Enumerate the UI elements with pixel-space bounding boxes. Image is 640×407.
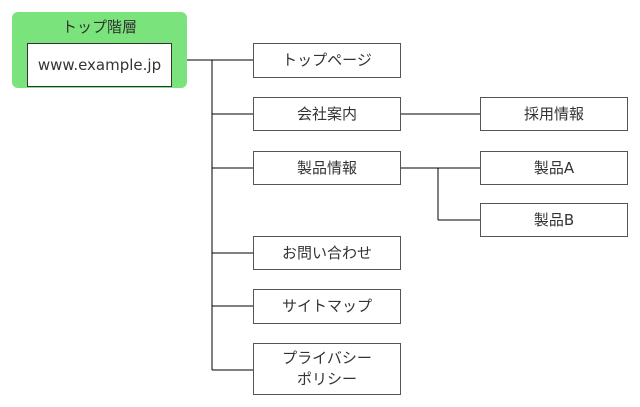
root-url: www.example.jp [27, 43, 172, 87]
node-top-page: トップページ [253, 43, 401, 78]
node-recruit: 採用情報 [480, 97, 628, 131]
node-sitemap: サイトマップ [253, 289, 401, 324]
node-contact: お問い合わせ [253, 236, 401, 270]
node-products: 製品情報 [253, 151, 401, 185]
root-label: トップ階層 [61, 18, 137, 36]
root-node: トップ階層 www.example.jp [12, 12, 187, 88]
node-product-a: 製品A [480, 151, 628, 185]
node-company: 会社案内 [253, 97, 401, 131]
node-product-b: 製品B [480, 203, 628, 237]
node-privacy-policy: プライバシー ポリシー [253, 343, 401, 395]
